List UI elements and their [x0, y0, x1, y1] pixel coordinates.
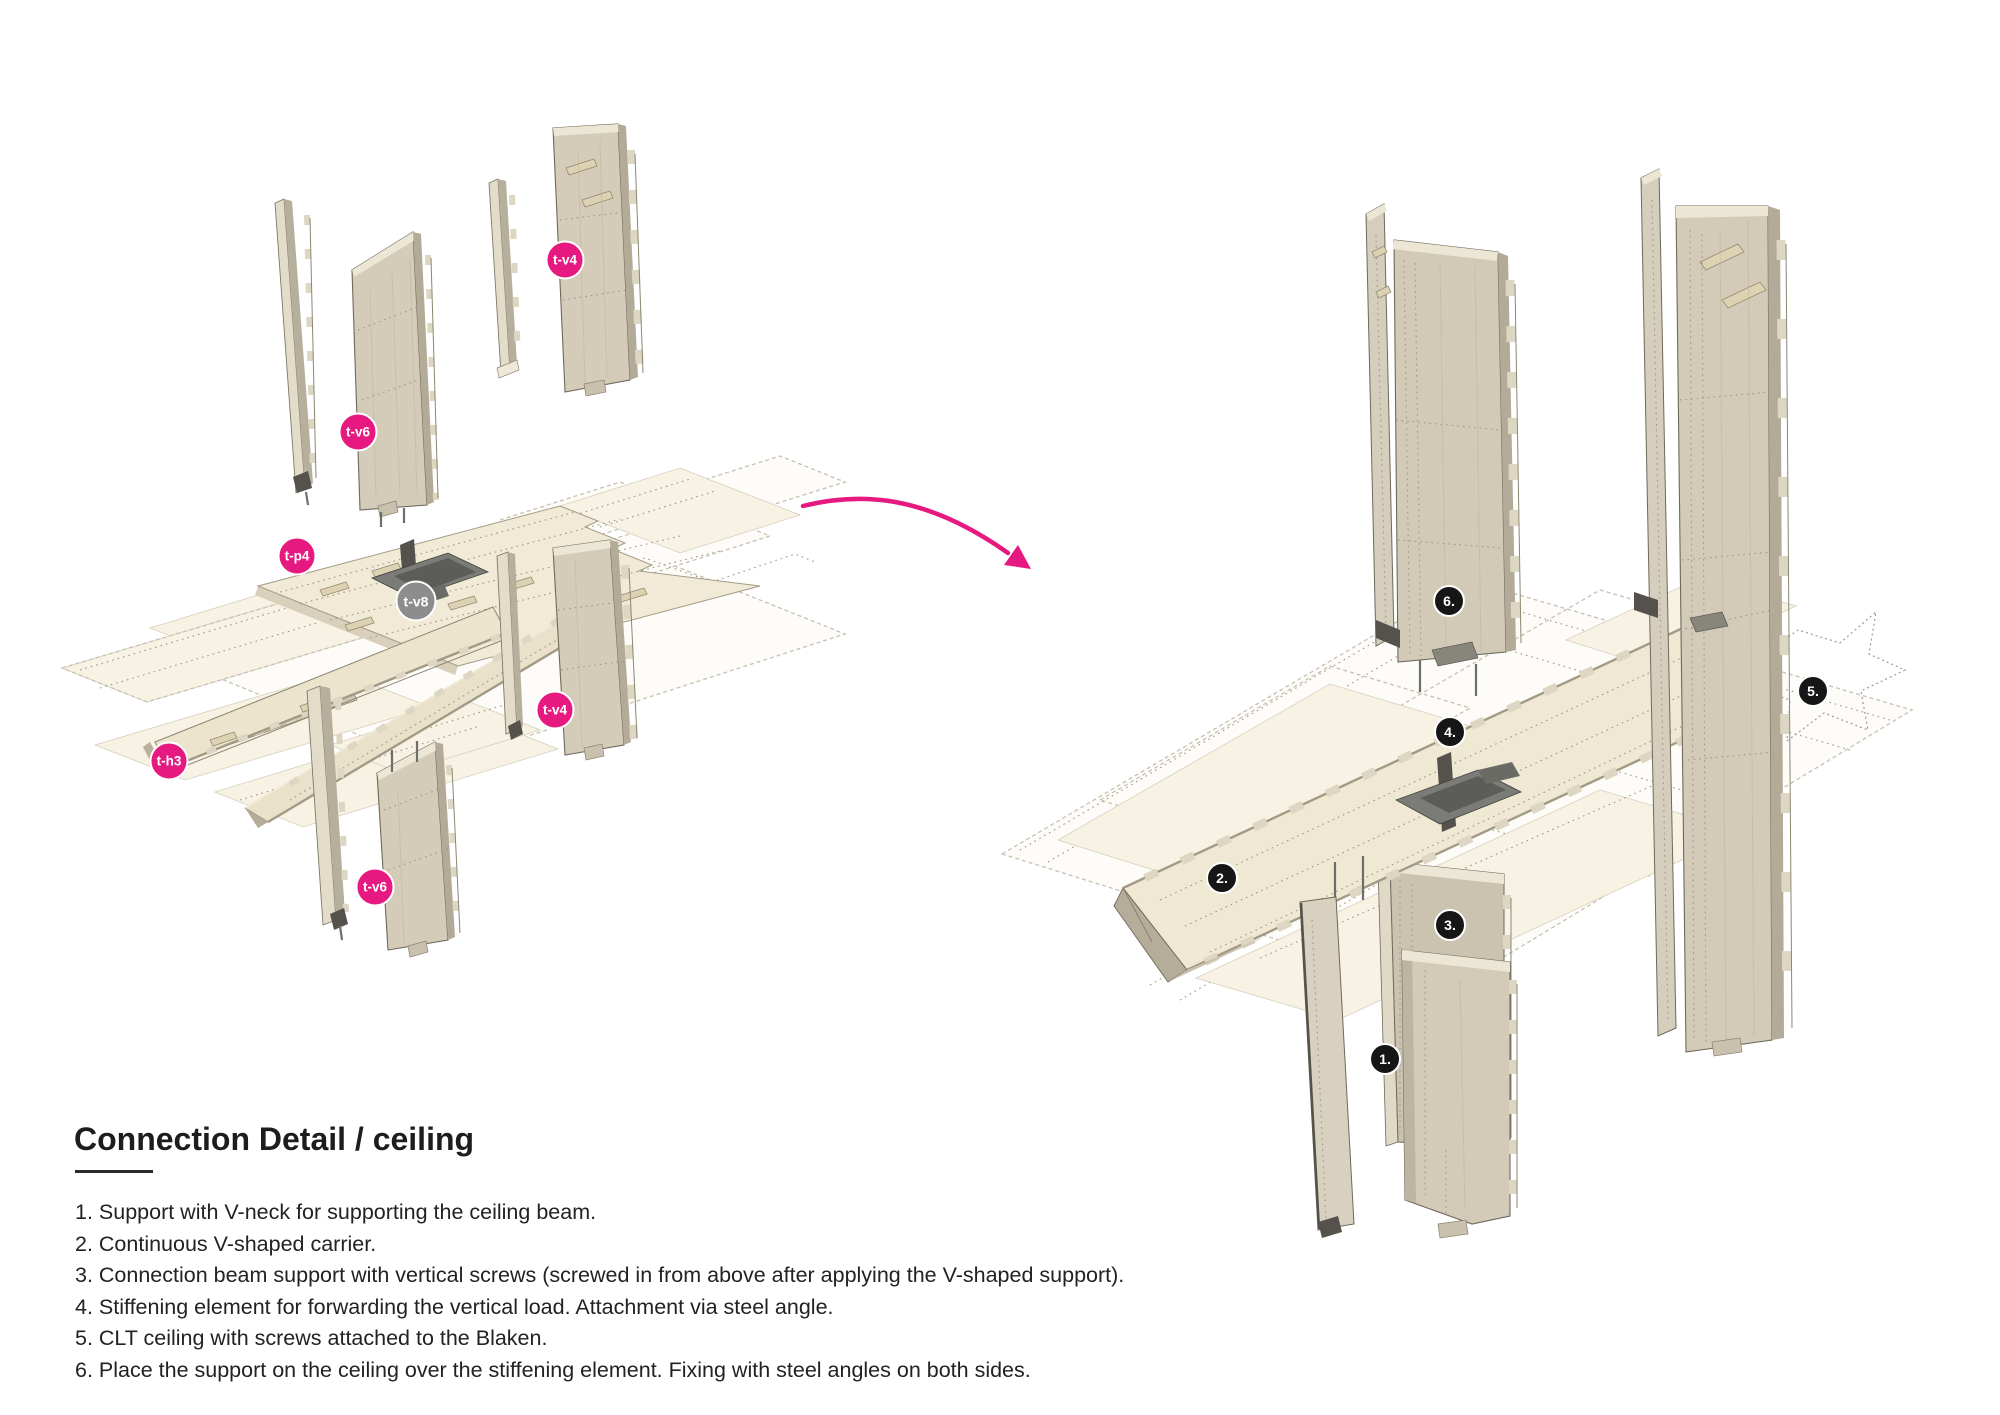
plank-tv6-upper [351, 231, 439, 527]
step-label-1: 1. [1369, 1043, 1401, 1075]
legend-item-1: 1. Support with V-neck for supporting th… [75, 1200, 597, 1224]
right-diagram [1000, 168, 1914, 1239]
plank-thin-upper-left [274, 198, 317, 506]
part-label-tv6-upper: t-v6 [338, 412, 378, 452]
plank-thin-lower-left [306, 685, 349, 941]
plank-tv6-lower [376, 741, 461, 958]
plank-tv4-right [552, 539, 638, 761]
flow-arrow-icon [800, 496, 1031, 569]
legend-item-3: 3. Connection beam support with vertical… [75, 1263, 1125, 1287]
support-plank-1 [1299, 896, 1518, 1239]
legend-list: 1. Support with V-neck for supporting th… [75, 1197, 1124, 1386]
part-label-tv4-top: t-v4 [545, 240, 585, 280]
part-label-tp4: t-p4 [277, 536, 317, 576]
step-label-3: 3. [1434, 909, 1466, 941]
left-diagram [60, 123, 847, 958]
support-column-6 [1365, 203, 1522, 696]
part-label-tv6-lower: t-v6 [355, 867, 395, 907]
legend-item-4: 4. Stiffening element for forwarding the… [75, 1294, 834, 1319]
plank-thin-upper-right [488, 178, 521, 379]
legend-item-5: 5. CLT ceiling with screws attached to t… [75, 1326, 548, 1350]
legend-item-6: 6. Place the support on the ceiling over… [75, 1357, 1031, 1382]
page-title: Connection Detail / ceiling [74, 1121, 475, 1157]
tall-column-right [1634, 168, 1793, 1057]
legend-item-2: 2. Continuous V-shaped carrier. [75, 1231, 377, 1256]
step-label-6: 6. [1433, 585, 1465, 617]
step-label-2: 2. [1206, 862, 1238, 894]
part-label-tv8: t-v8 [395, 580, 437, 622]
step-label-4: 4. [1434, 716, 1466, 748]
title-underline [75, 1170, 153, 1173]
part-label-tv4-right: t-v4 [535, 690, 575, 730]
part-label-th3: t-h3 [149, 741, 189, 781]
plank-tv4-top [552, 123, 644, 397]
step-label-5: 5. [1797, 675, 1829, 707]
plank-thin-mid [496, 551, 523, 740]
steel-stiffener-4 [1395, 752, 1522, 832]
